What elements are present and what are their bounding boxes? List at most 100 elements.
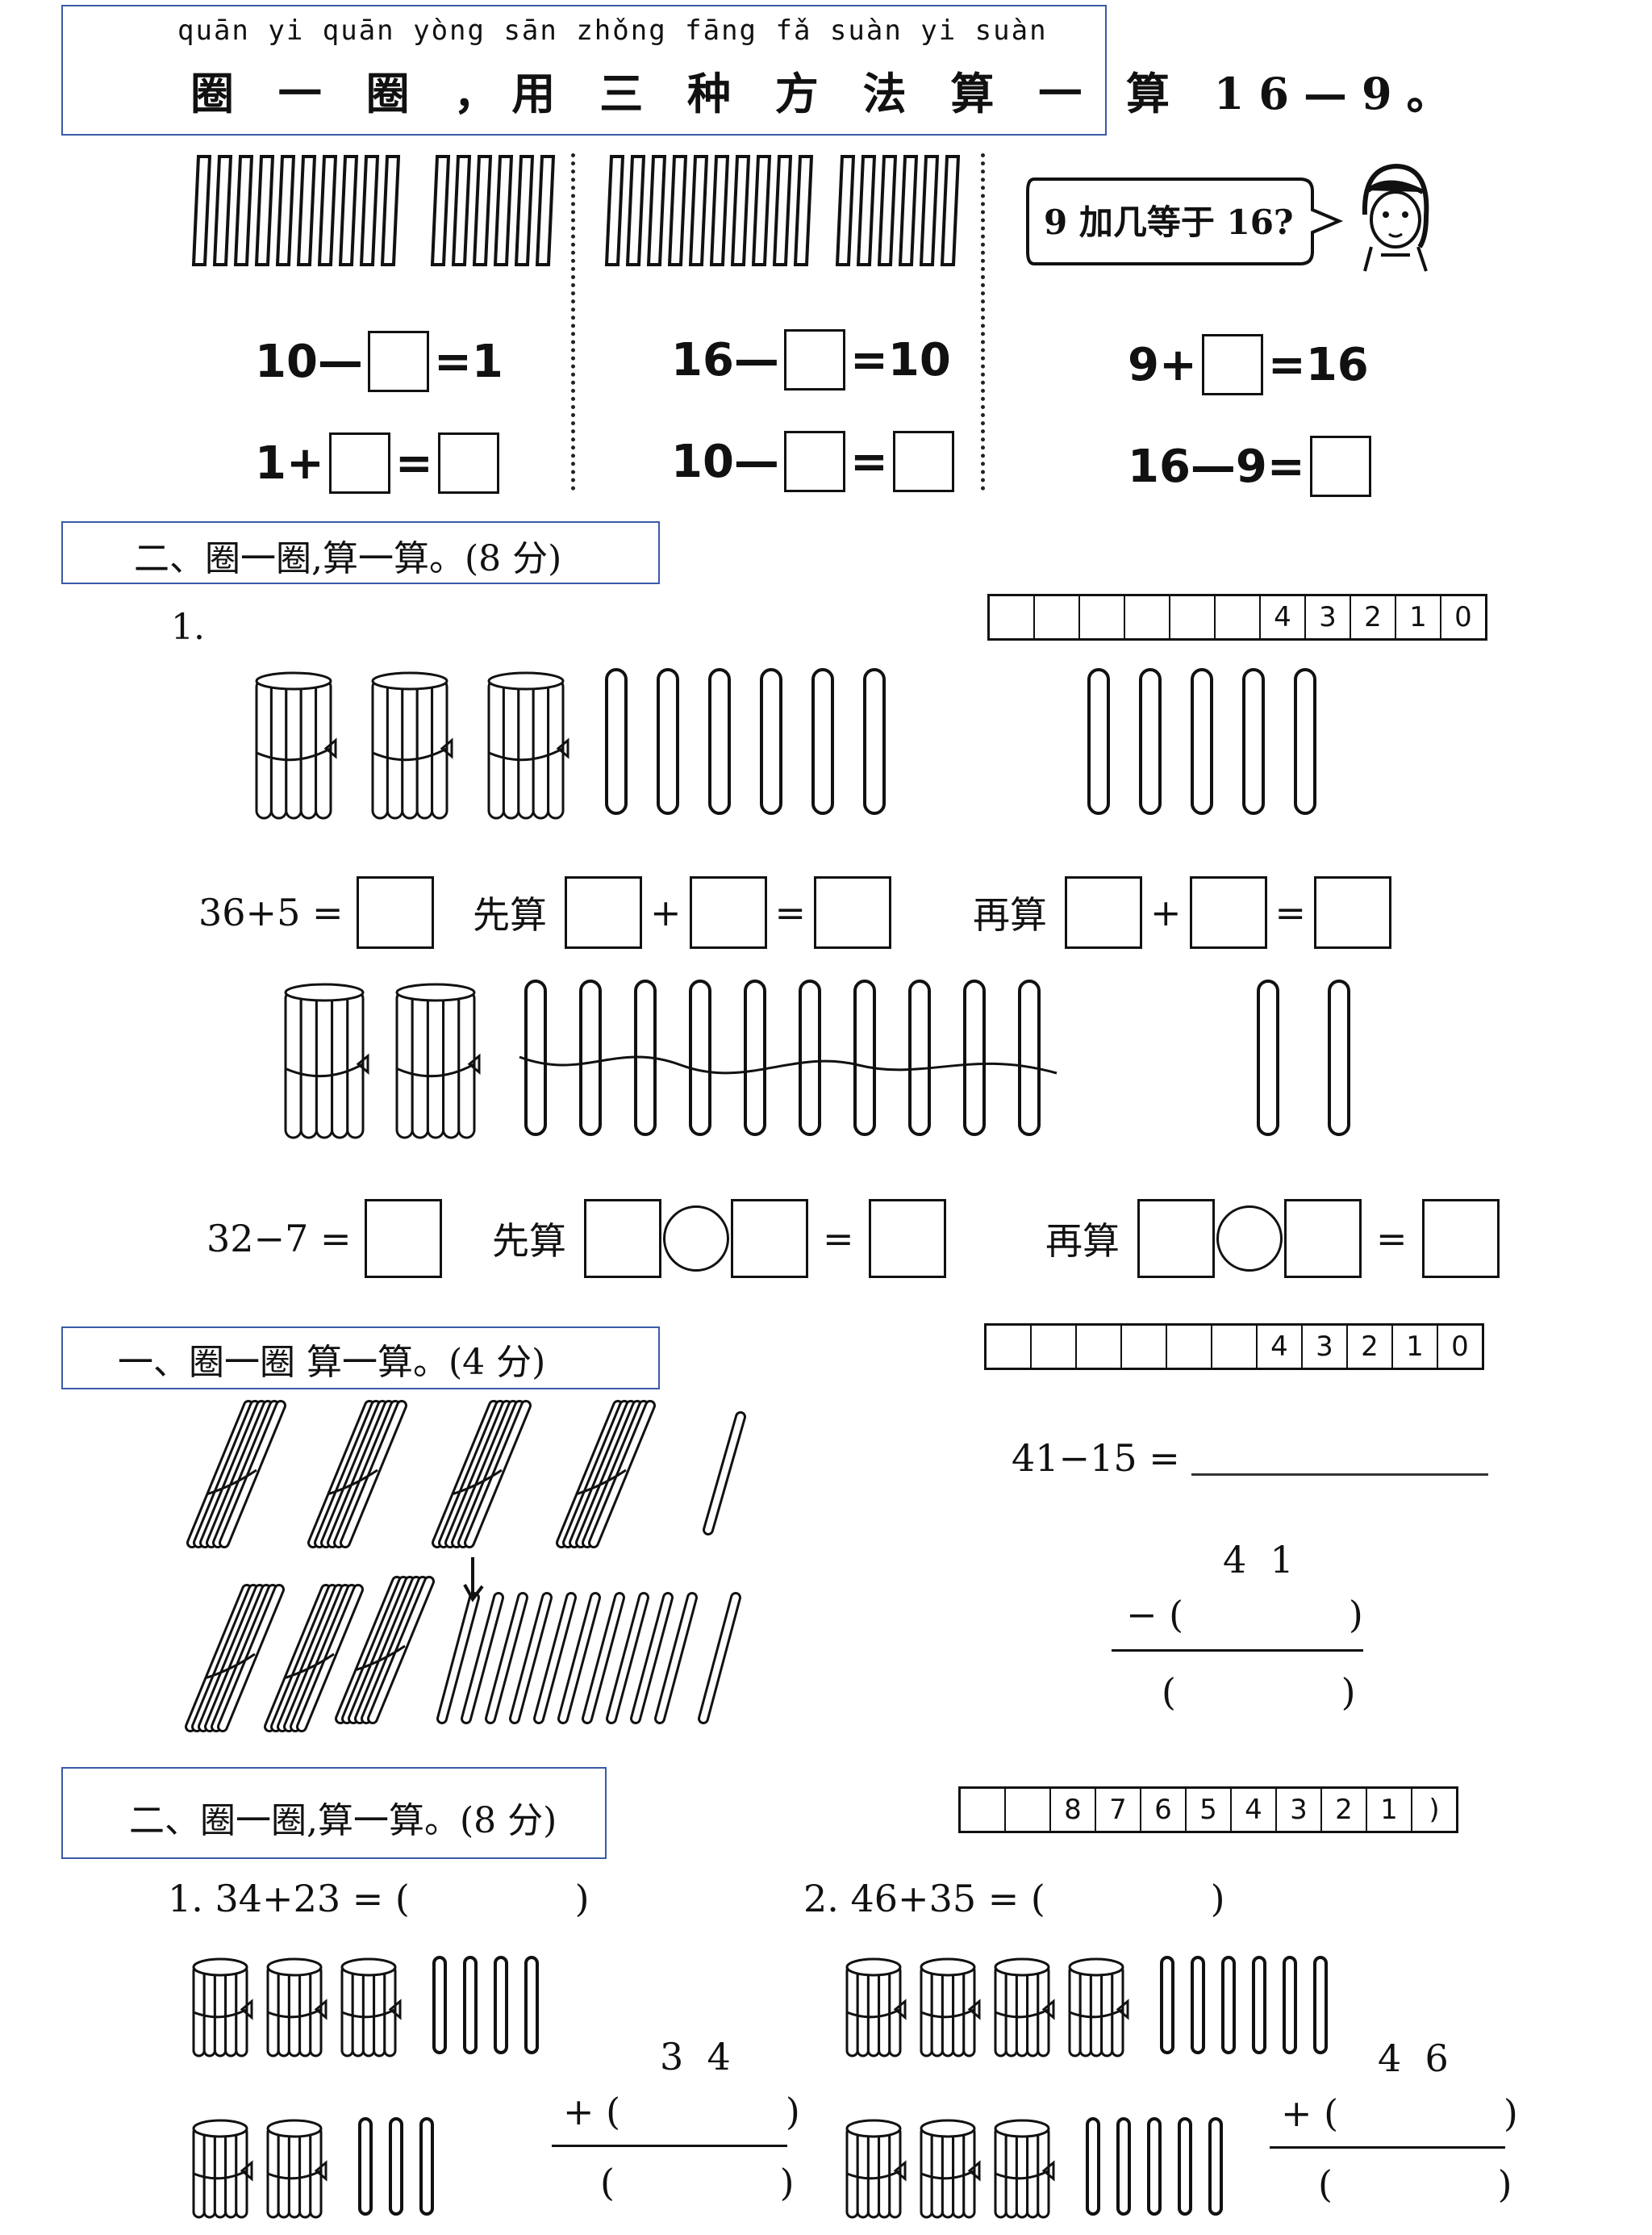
stick bbox=[963, 980, 986, 1136]
stick bbox=[212, 155, 233, 266]
p1-vertical-rule bbox=[552, 2145, 787, 2147]
col1-line1: 10— =1 bbox=[255, 331, 503, 392]
stick bbox=[1147, 2117, 1162, 2216]
answer-line[interactable] bbox=[1191, 1441, 1488, 1476]
answer-box[interactable] bbox=[1137, 1199, 1215, 1278]
place-cell: 3 bbox=[1306, 596, 1351, 638]
stick bbox=[380, 155, 401, 266]
ten-bundle bbox=[487, 671, 569, 820]
answer-box[interactable] bbox=[367, 331, 429, 392]
stick bbox=[772, 155, 793, 266]
place-cell bbox=[1212, 1326, 1258, 1368]
vertical-top: 4 1 bbox=[1223, 1538, 1294, 1581]
stick bbox=[709, 155, 730, 266]
ten-bundle bbox=[340, 1957, 402, 2057]
bundles-32 bbox=[284, 980, 1058, 1139]
p2-vertical-mid[interactable]: + ( ) bbox=[1281, 2091, 1518, 2135]
stick bbox=[799, 980, 821, 1136]
place-cell: 1 bbox=[1393, 1326, 1438, 1368]
place-cell: 4 bbox=[1232, 1789, 1277, 1831]
p1-vertical-bot[interactable]: ( ) bbox=[600, 2161, 795, 2204]
answer-box[interactable] bbox=[783, 431, 845, 492]
p1-vertical-mid[interactable]: + ( ) bbox=[563, 2090, 800, 2133]
vertical-bot[interactable]: ( ) bbox=[1162, 1670, 1356, 1714]
bundles-23 bbox=[192, 2117, 434, 2219]
answer-box[interactable] bbox=[565, 876, 642, 949]
place-cell bbox=[1216, 596, 1261, 638]
answer-box[interactable] bbox=[356, 876, 434, 949]
ten-bundle bbox=[185, 1584, 285, 1732]
answer-box[interactable] bbox=[689, 876, 767, 949]
answer-box[interactable] bbox=[1201, 334, 1263, 395]
sticks-5 bbox=[1087, 668, 1316, 815]
place-cell bbox=[1125, 596, 1170, 638]
answer-box[interactable] bbox=[437, 432, 499, 494]
place-cell: ) bbox=[1429, 1794, 1440, 1826]
bundles-46 bbox=[845, 1956, 1328, 2057]
place-cell: 0 bbox=[1454, 601, 1472, 633]
place-cell: 6 bbox=[1141, 1789, 1187, 1831]
diagonal-bundles-regroup bbox=[185, 1576, 741, 1732]
stick bbox=[191, 155, 212, 266]
answer-box[interactable] bbox=[1314, 876, 1392, 949]
speech-bubble bbox=[1026, 178, 1344, 265]
stick bbox=[657, 668, 679, 815]
place-cell bbox=[1006, 1789, 1051, 1831]
stick bbox=[338, 155, 359, 266]
section3-header bbox=[61, 1326, 660, 1389]
stick bbox=[604, 155, 625, 266]
vertical-mid[interactable]: − ( ) bbox=[1126, 1593, 1363, 1636]
stick bbox=[472, 155, 493, 266]
ten-bundle bbox=[307, 1400, 407, 1548]
stick bbox=[689, 980, 711, 1136]
answer-box[interactable] bbox=[1284, 1199, 1362, 1278]
stick bbox=[389, 2117, 403, 2216]
answer-box[interactable] bbox=[1065, 876, 1142, 949]
diagonal-bundles-41 bbox=[186, 1400, 746, 1548]
stick bbox=[1313, 1956, 1328, 2054]
ten-bundle bbox=[255, 671, 337, 820]
answer-box[interactable] bbox=[731, 1199, 808, 1278]
stick bbox=[625, 155, 646, 266]
stick bbox=[919, 155, 940, 266]
stick bbox=[579, 980, 602, 1136]
ten-bundle bbox=[556, 1400, 656, 1548]
answer-box[interactable] bbox=[814, 876, 892, 949]
operator-circle[interactable] bbox=[663, 1205, 729, 1272]
stick bbox=[524, 980, 547, 1136]
stick bbox=[1328, 980, 1350, 1136]
answer-box[interactable] bbox=[1309, 436, 1371, 497]
section3-title: 一、圈一圈 算一算。(4 分) bbox=[118, 1342, 546, 1383]
stick bbox=[1139, 668, 1162, 815]
stick bbox=[1221, 1956, 1236, 2054]
answer-box[interactable] bbox=[364, 1199, 442, 1278]
ten-bundle bbox=[266, 2119, 327, 2219]
ten-bundle bbox=[432, 1400, 532, 1548]
answer-box[interactable] bbox=[1189, 876, 1267, 949]
stick bbox=[1294, 668, 1316, 815]
stick bbox=[853, 980, 876, 1136]
col3-line2: 16—9= bbox=[1128, 436, 1371, 497]
stick bbox=[317, 155, 338, 266]
answer-box[interactable] bbox=[783, 329, 845, 391]
place-cell bbox=[1167, 1326, 1212, 1368]
p2-vertical-bot[interactable]: ( ) bbox=[1318, 2162, 1512, 2206]
place-cell: 0 bbox=[1451, 1331, 1469, 1363]
stick bbox=[463, 1956, 478, 2054]
answer-box[interactable] bbox=[892, 431, 954, 492]
answer-box[interactable] bbox=[868, 1199, 946, 1278]
answer-box[interactable] bbox=[328, 432, 390, 494]
ten-bundle bbox=[264, 1584, 364, 1732]
stick bbox=[1178, 2117, 1192, 2216]
stick bbox=[760, 668, 782, 815]
ten-bundle bbox=[920, 1957, 981, 2057]
operator-circle[interactable] bbox=[1216, 1205, 1283, 1272]
stick bbox=[811, 668, 834, 815]
answer-box[interactable] bbox=[584, 1199, 661, 1278]
stick bbox=[254, 155, 275, 266]
eq-36-first: 先算 + = bbox=[473, 876, 892, 949]
eq-41-minus-15: 41−15 = bbox=[1012, 1436, 1488, 1480]
answer-box[interactable] bbox=[1421, 1199, 1500, 1278]
eq-36-then: 再算 + = bbox=[973, 876, 1392, 949]
stick bbox=[514, 155, 535, 266]
